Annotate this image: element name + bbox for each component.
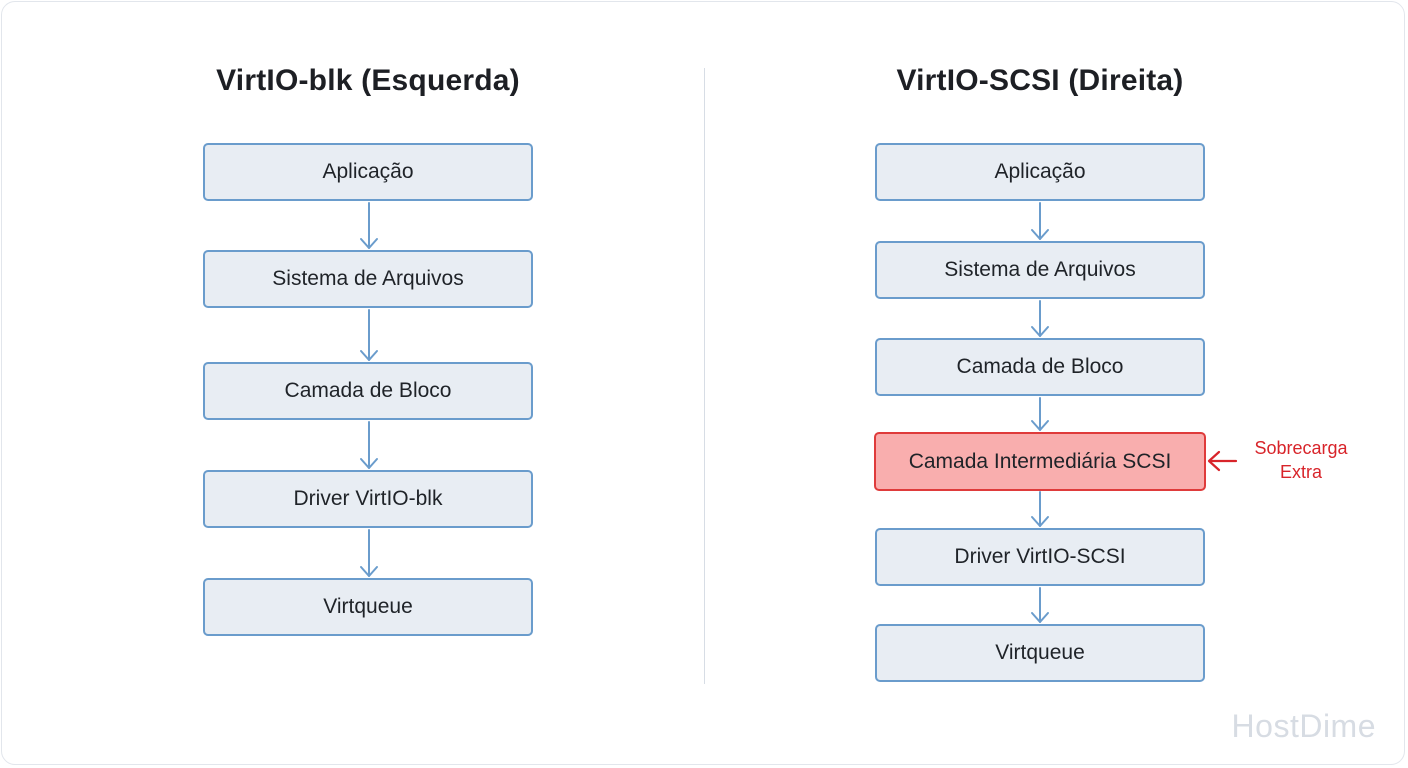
right-layer-virtqueue: Virtqueue [875,624,1205,682]
arrow-left-4 [360,529,378,577]
right-layer-driver-virtio-scsi: Driver VirtIO-SCSI [875,528,1205,586]
arrow-left-3 [360,421,378,469]
arrow-right-4 [1031,491,1049,527]
left-column-title: VirtIO-blk (Esquerda) [216,64,520,97]
right-layer-sistema-de-arquivos: Sistema de Arquivos [875,241,1205,299]
annotation-line-2: Extra [1279,462,1322,482]
left-layer-virtqueue: Virtqueue [203,578,533,636]
arrow-left-2 [360,309,378,361]
right-layer-aplicacao: Aplicação [875,143,1205,201]
extra-overhead-annotation: Sobrecarga Extra [1236,436,1366,484]
left-layer-driver-virtio-blk: Driver VirtIO-blk [203,470,533,528]
annotation-line-1: Sobrecarga [1254,438,1348,458]
left-layer-camada-de-bloco: Camada de Bloco [203,362,533,420]
arrow-right-5 [1031,587,1049,623]
left-layer-sistema-de-arquivos: Sistema de Arquivos [203,250,533,308]
arrow-right-1 [1031,202,1049,240]
annotation-arrow [1207,450,1238,472]
left-layer-aplicacao: Aplicação [203,143,533,201]
brand-watermark: HostDime [1231,708,1376,744]
right-layer-camada-intermediaria-scsi: Camada Intermediária SCSI [874,432,1206,491]
right-layer-camada-de-bloco: Camada de Bloco [875,338,1205,396]
arrow-right-3 [1031,397,1049,431]
arrow-left-1 [360,202,378,249]
arrow-right-2 [1031,300,1049,337]
column-divider [704,68,705,684]
right-column-title: VirtIO-SCSI (Direita) [896,64,1184,97]
